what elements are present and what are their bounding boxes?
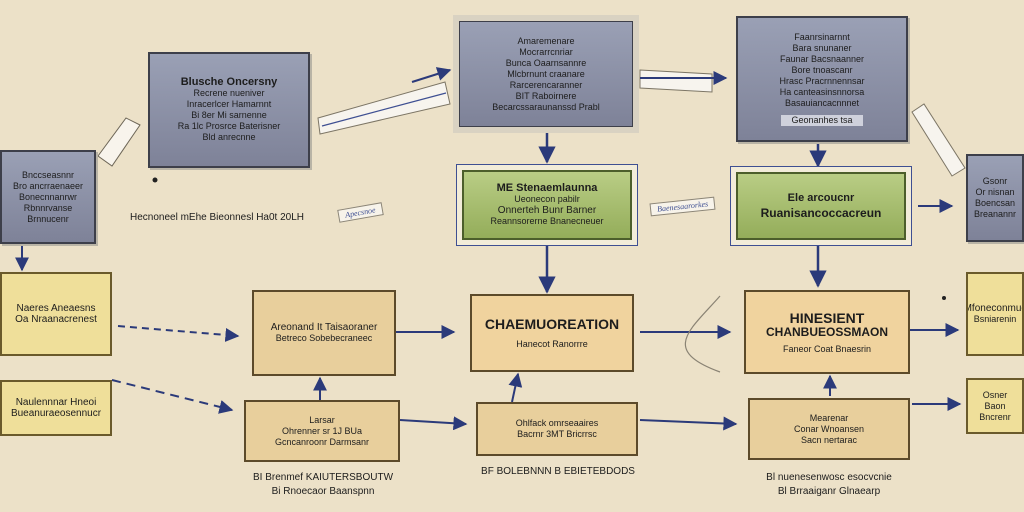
ribbon-band-c-to-e	[911, 103, 966, 177]
process-box-n[interactable]: Larsar Ohrenner sr 1J BUa Gcncanroonr Da…	[244, 400, 400, 462]
box-line: Conar Wnoansen	[793, 423, 865, 434]
box-line: Rarcerencaranner	[509, 79, 583, 90]
box-line: Faunar Bacsnaanner	[779, 54, 865, 64]
box-line: BIT Raboirnere	[515, 90, 577, 101]
caption-bottom-right-1: Bl nuenesenwosc esocvcnie	[766, 472, 892, 483]
box-line: Osner	[982, 389, 1008, 400]
caption-bottom-right-2: Bl Brraaiganr Glnaearp	[777, 486, 881, 497]
box-line: Inracerlcer Hamarnnt	[186, 99, 272, 109]
box-line: Recrene nueniver	[193, 88, 265, 98]
arrow-o-to-p	[639, 416, 738, 431]
box-line: Gcncanroonr Darmsanr	[274, 436, 370, 447]
box-line: Ohlfack omrseaaires	[515, 418, 599, 428]
box-line: Becarcssaraunanssd Prabl	[492, 101, 600, 112]
box-line: Betreco Sobebecraneec	[275, 333, 373, 343]
process-box-j[interactable]: Areonand It Taisaoraner Betreco Sobebecr…	[252, 290, 396, 376]
box-line: Hanecot Ranorrre	[516, 339, 588, 349]
dot-marker	[152, 177, 158, 183]
box-line: Mearenar	[809, 412, 849, 423]
box-line: Blusche Oncersny	[180, 76, 278, 88]
box-line: Larsar	[309, 414, 335, 425]
box-line: Basauiancacnnnet	[784, 98, 860, 108]
process-box-a[interactable]: Blusche Oncersny Recrene nueniver Inrace…	[148, 52, 310, 168]
box-line: Breanannr	[973, 209, 1017, 219]
box-line: Ueonecon pabilr	[514, 194, 580, 204]
box-line: Naeres Aneaesns	[16, 303, 96, 314]
box-line: Ruanisancoccacreun	[760, 206, 882, 220]
box-line: Bi 8er Mi sarnenne	[191, 110, 267, 120]
arrow-h-to-j-dashed	[117, 325, 240, 342]
box-line: Bore tnoascanr	[791, 65, 853, 75]
box-title: HINESIENT	[789, 309, 865, 326]
box-line: Ha canteasinsnnorsa	[779, 87, 865, 97]
box-title: ME Stenaemlaunna	[496, 182, 598, 194]
process-box-i[interactable]: Naulennnar Hneoi Bueanuraeosennucr	[0, 380, 112, 436]
process-box-m[interactable]: Mfoneconmuc Bsniarenin	[966, 272, 1024, 356]
arrow-o-to-k	[508, 372, 523, 403]
process-box-b[interactable]: Amaremenare Mocrarrcnriar Bunca Oaarnsan…	[453, 15, 639, 133]
process-box-d[interactable]: Bnccseasnnr Bro ancrraenaeer Bonecnnanrw…	[0, 150, 96, 244]
box-line: Reannsorerne Bnanecneuer	[490, 216, 604, 226]
box-line: Faanrsinarnnt	[794, 32, 850, 42]
box-title: CHAEMUOREATION	[484, 316, 620, 332]
box-line: Bsniarenin	[973, 314, 1017, 324]
box-line: Oa Nraanacrenest	[15, 314, 97, 325]
process-box-o[interactable]: Ohlfack omrseaaires Bacrnr 3MT Bricrrsc	[476, 402, 638, 456]
arrow-top-a-to-b	[411, 67, 452, 83]
box-line: Onnerteh Bunr Barner	[497, 205, 597, 216]
box-line: Areonand It Taisaoraner	[270, 322, 378, 333]
process-box-k[interactable]: CHAEMUOREATION Hanecot Ranorrre	[470, 294, 634, 372]
process-box-h[interactable]: Naeres Aneaesns Oa Nraanacrenest	[0, 272, 112, 356]
ribbon-band-a-to-b	[317, 81, 451, 135]
box-line: Mocrarrcnriar	[519, 46, 573, 57]
caption-top-left: Hecnoneel mEhe Bieonnesl Ha0t 20LH	[130, 212, 304, 223]
box-line: Bro ancrraenaeer	[12, 180, 84, 191]
highlight-box-f[interactable]: ME Stenaemlaunna Ueonecon pabilr Onnerte…	[462, 170, 632, 240]
box-line: Rbnnrvanse	[23, 202, 73, 213]
box-line: Bacrnr 3MT Bricrrsc	[517, 429, 597, 439]
box-line: Mlcbrnunt craanare	[507, 68, 585, 79]
arrow-n-to-o	[399, 416, 468, 431]
box-line: Ohrenner sr 1J BUa	[281, 425, 363, 436]
box-line: Bonecnnanrwr	[18, 191, 78, 202]
curved-connector	[684, 295, 721, 373]
caption-bottom-center: BF BOLEBNNN B EBIETEBDODS	[481, 466, 635, 477]
box-line: Baon	[984, 400, 1006, 411]
caption-bottom-left-1: BI Brenmef KAIUTERSBOUTW	[252, 472, 394, 483]
box-line: Bueanuraeosennucr	[10, 408, 102, 419]
box-title: Ele arcoucnr	[787, 192, 855, 204]
ribbon-band-b-to-c	[639, 69, 713, 93]
process-box-l[interactable]: HINESIENT CHANBUEOSSMAON Faneor Coat Bna…	[744, 290, 910, 374]
box-line: Brnnucenr	[27, 213, 69, 224]
process-box-c[interactable]: Faanrsinarnnt Bara snunaner Faunar Bacsn…	[736, 16, 908, 142]
box-line: Naulennnar Hneoi	[15, 397, 97, 408]
box-line: Mfoneconmuc	[966, 303, 1024, 314]
box-footer: Geonanhes tsa	[781, 115, 863, 126]
process-box-p[interactable]: Mearenar Conar Wnoansen Sacn nertarac	[748, 398, 910, 460]
box-line: Bnccseasnnr	[21, 169, 75, 180]
process-box-e[interactable]: Gsonr Or nisnan Boencsan Breanannr	[966, 154, 1024, 242]
box-line: Bncrenr	[979, 411, 1011, 422]
box-line: Bara snunaner	[792, 43, 852, 53]
process-box-q[interactable]: Osner Baon Bncrenr	[966, 378, 1024, 434]
box-line: CHANBUEOSSMAON	[765, 324, 888, 339]
box-line: Bld anrecnne	[202, 132, 256, 142]
box-line: Sacn nertarac	[800, 434, 858, 445]
caption-bottom-left-2: Bi Rnoecaor Baanspnn	[271, 486, 375, 497]
box-line: Hrasc Pracrnnennsar	[779, 76, 865, 86]
box-line: Faneor Coat Bnaesrin	[782, 343, 872, 354]
box-line: Amaremenare	[517, 35, 575, 46]
dot-marker	[942, 296, 946, 300]
box-line: Ra 1lc Prosrce Baterisner	[177, 121, 281, 131]
ribbon-band-top-left	[97, 117, 141, 167]
box-line: Or nisnan	[975, 187, 1015, 197]
box-line: Bunca Oaarnsannre	[505, 57, 587, 68]
arrow-i-to-n-dashed	[111, 379, 234, 414]
box-line: Gsonr	[982, 176, 1008, 186]
highlight-box-g[interactable]: Ele arcoucnr Ruanisancoccacreun	[736, 172, 906, 240]
box-line: Boencsan	[974, 198, 1016, 208]
